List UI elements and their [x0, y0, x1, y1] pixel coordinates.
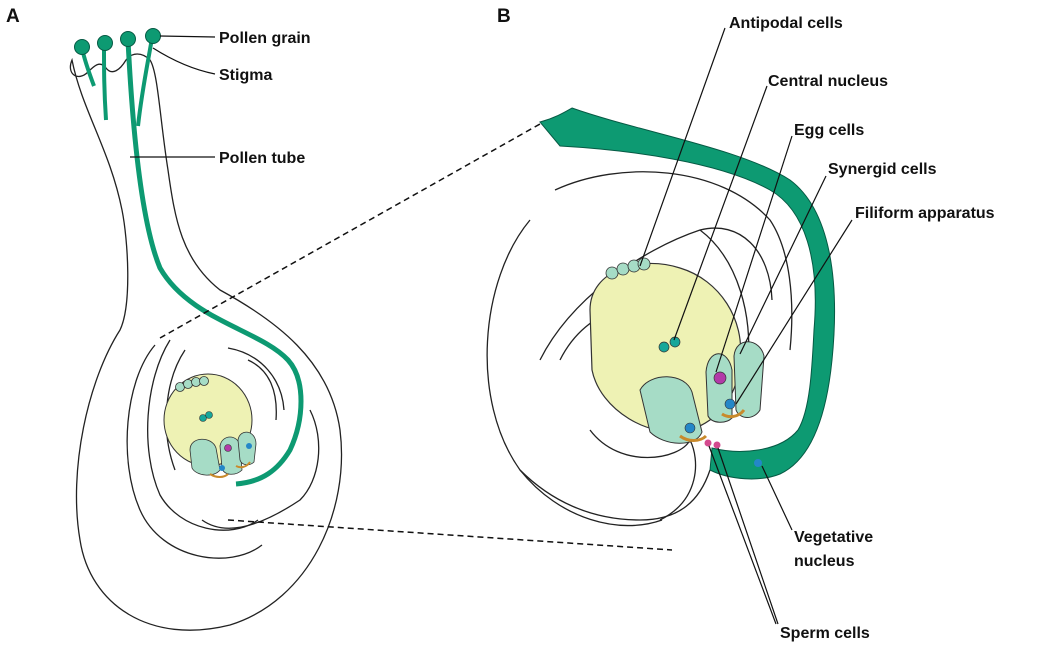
- panel-label-b: B: [497, 6, 511, 27]
- embryo-sac-b: [590, 258, 764, 443]
- pollen-grains-a: [75, 29, 161, 55]
- label-stigma: Stigma: [219, 67, 272, 84]
- label-central-nucleus: Central nucleus: [768, 73, 888, 90]
- zoom-line-top: [160, 124, 540, 338]
- label-pollen-tube: Pollen tube: [219, 150, 305, 167]
- label-egg-cells: Egg cells: [794, 122, 864, 139]
- label-synergid-cells: Synergid cells: [828, 161, 937, 178]
- panel-label-a: A: [6, 6, 20, 27]
- label-sperm-cells: Sperm cells: [780, 625, 870, 642]
- leader-stigma: [153, 48, 215, 74]
- label-antipodal-cells: Antipodal cells: [729, 15, 843, 32]
- label-vegetative-line2: nucleus: [794, 553, 855, 570]
- label-filiform-apparatus: Filiform apparatus: [855, 205, 995, 222]
- base-b: [520, 470, 710, 520]
- sperm-cell-2: [714, 442, 721, 449]
- pistil-outline: [70, 54, 341, 630]
- embryo-sac-a: [164, 374, 256, 477]
- micropyle-a: [248, 360, 276, 420]
- vegetative-nucleus-dot: [754, 459, 762, 467]
- zoom-line-bottom: [228, 520, 672, 550]
- label-vegetative-line1: Vegetative: [794, 529, 873, 546]
- label-pollen-grain: Pollen grain: [219, 30, 311, 47]
- leader-pollen-grain: [160, 36, 215, 37]
- sperm-cell-1: [705, 440, 712, 447]
